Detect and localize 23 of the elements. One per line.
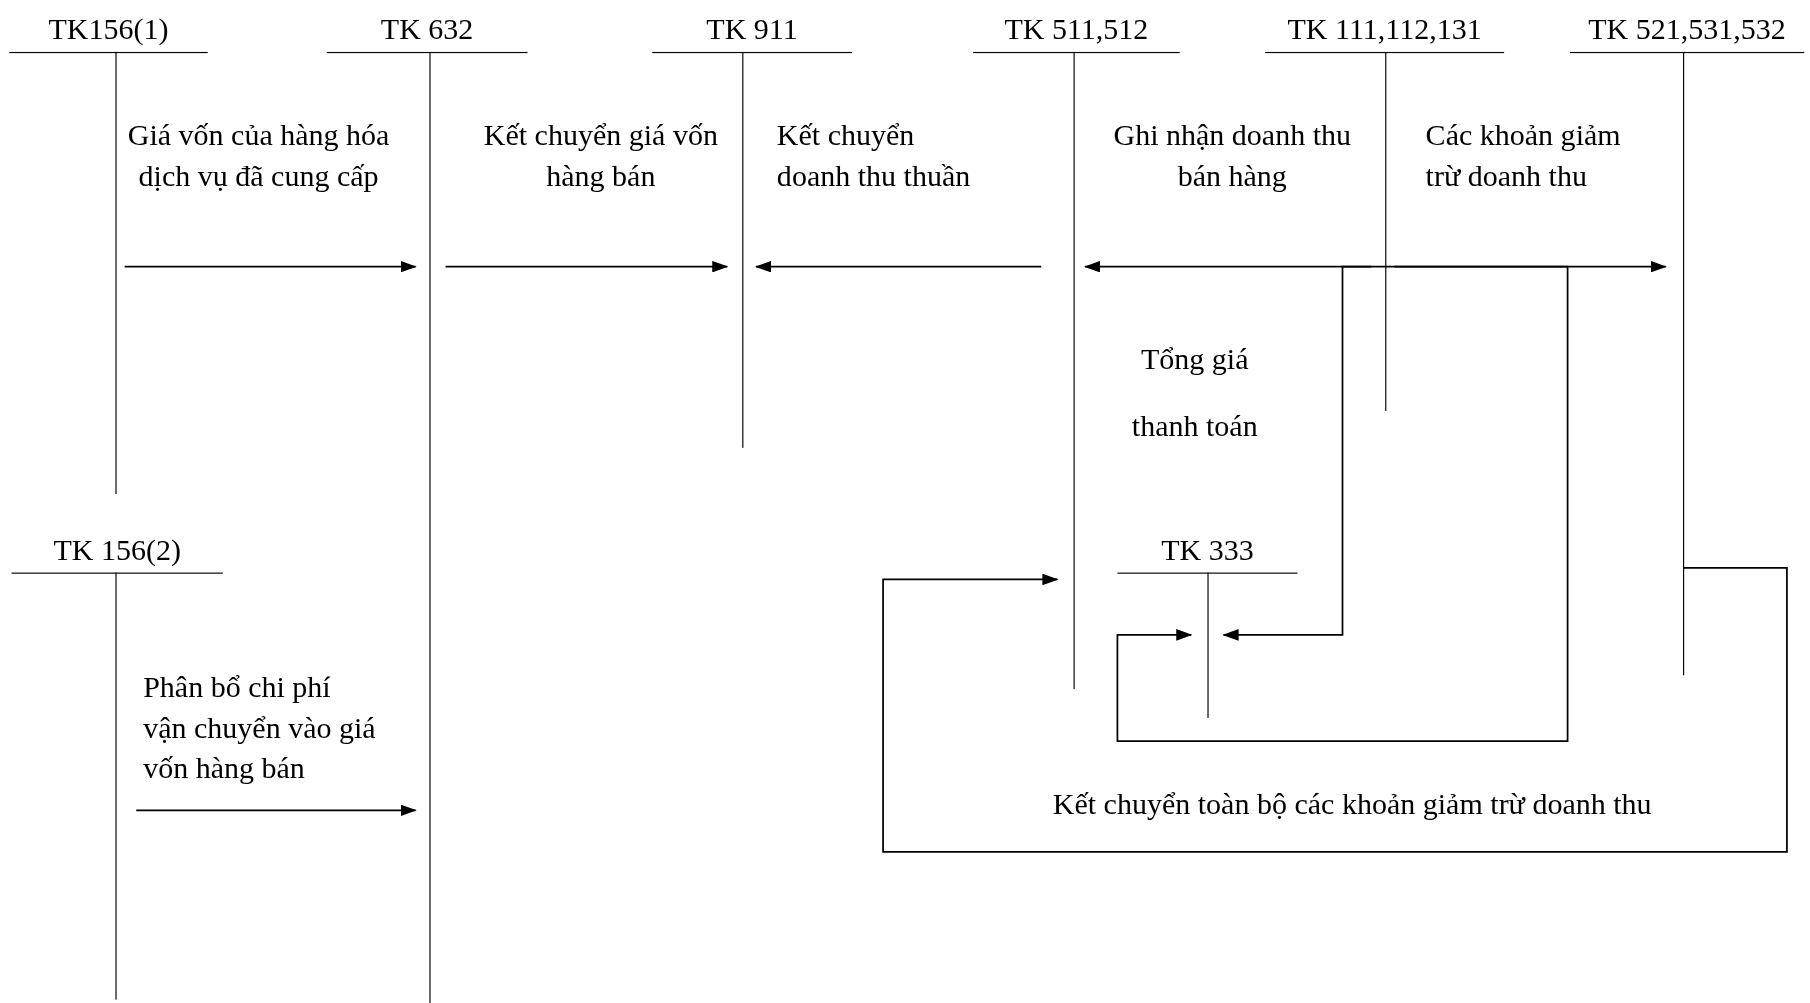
arrow	[444, 260, 729, 273]
note-text: Tổng giá thanh toán	[1130, 341, 1259, 446]
account-title: TK 333	[1160, 533, 1255, 568]
account-title: TK 632	[379, 12, 475, 48]
edge-label: Kết chuyển doanh thu thuần	[776, 117, 972, 195]
account-title: TK 511,512	[1003, 12, 1150, 48]
arrow	[1222, 265, 1387, 641]
edge-label: Các khoản giảm trừ doanh thu	[1425, 117, 1622, 195]
edge-label: Ghi nhận doanh thu bán hàng	[1112, 117, 1353, 195]
arrow	[882, 567, 1788, 853]
arrow	[135, 804, 417, 817]
account-title: TK 521,531,532	[1587, 12, 1787, 48]
arrow	[1116, 265, 1569, 742]
account-title: TK 911	[705, 12, 799, 48]
arrow	[123, 260, 417, 273]
account-title: TK 111,112,131	[1286, 12, 1483, 48]
edge-label: Giá vốn của hàng hóa dịch vụ đã cung cấp	[127, 117, 391, 195]
edge-label: Kết chuyển toàn bộ các khoản giảm trừ doanh thu	[1052, 786, 1653, 823]
edge-label: Kết chuyển giá vốn hàng bán	[482, 117, 719, 195]
account-title: TK156(1)	[47, 12, 170, 48]
arrow	[754, 260, 1043, 273]
edge-label: Phân bổ chi phí vận chuyển vào giá vốn hàng bán	[143, 669, 377, 787]
account-title: TK 156(2)	[52, 533, 182, 568]
